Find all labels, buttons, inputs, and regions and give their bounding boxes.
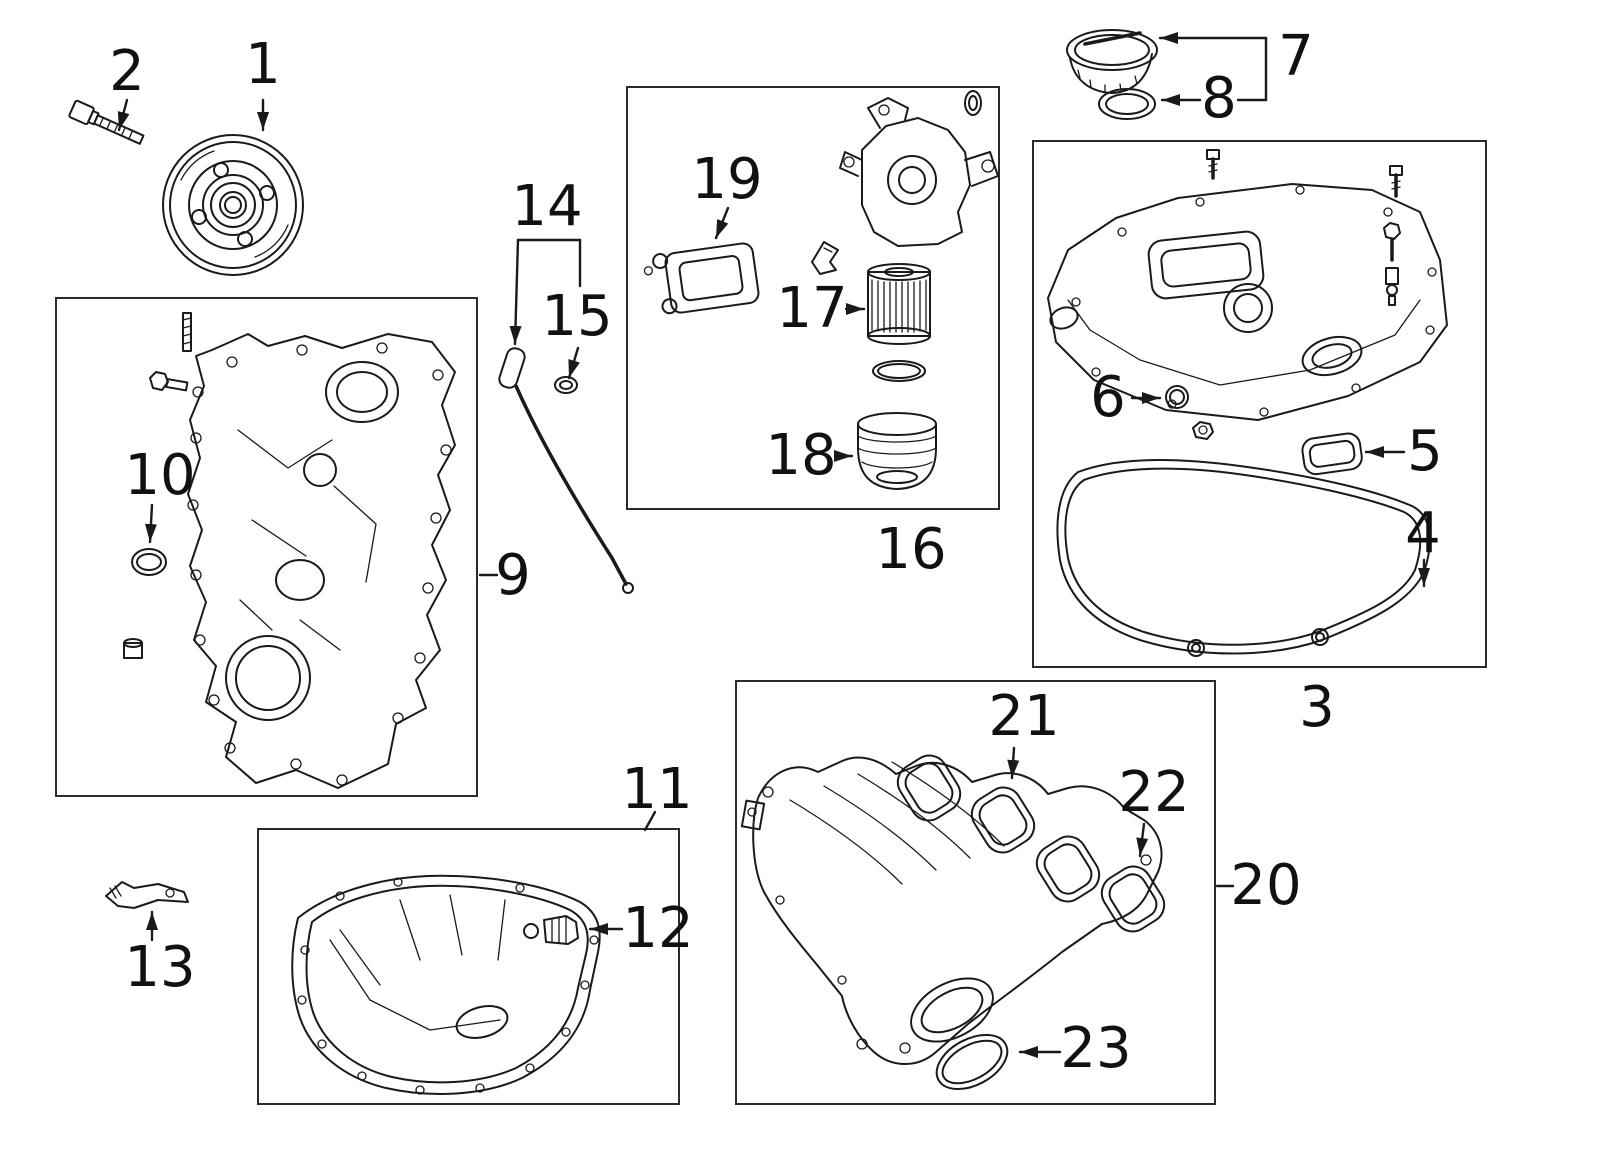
intake-manifold-drawing: [740, 756, 1163, 1065]
oil-cooler-drawing: [643, 242, 760, 315]
filler-cap-seal-drawing: [1098, 88, 1156, 120]
intake-port-gaskets-drawing: [896, 754, 1166, 933]
callout-label-16: 16: [875, 517, 947, 582]
callout-label-23: 23: [1060, 1016, 1132, 1081]
pulley-bolt-drawing: [68, 99, 145, 145]
callout-label-6: 6: [1090, 365, 1126, 430]
callout-label-22: 22: [1118, 760, 1190, 825]
oil-filter-cap-drawing: [857, 412, 937, 490]
oil-filter-housing-drawing: [811, 90, 999, 275]
callout-label-17: 17: [776, 276, 848, 341]
drain-plug-drawing: [523, 915, 579, 945]
callout-label-1: 1: [245, 32, 281, 97]
group-box-intake-manifold: [735, 680, 1216, 1105]
mount-bracket-drawing: [105, 881, 189, 909]
callout-label-12: 12: [622, 896, 694, 961]
filter-oring-drawing: [872, 360, 926, 382]
timing-cover-drawing: [123, 312, 456, 789]
callout-label-11: 11: [621, 757, 693, 822]
oil-filter-element-drawing: [867, 263, 931, 345]
valve-cover-gasket-drawing: [1056, 458, 1431, 657]
valve-cover-drawing: [1047, 183, 1448, 421]
oil-filler-cap-drawing: [1066, 29, 1158, 94]
spark-plug-tube-seal-drawing: [1165, 385, 1214, 440]
oil-pan-drawing: [291, 874, 601, 1095]
front-seal-drawing: [131, 548, 167, 576]
callout-label-20: 20: [1230, 853, 1302, 918]
callout-label-19: 19: [691, 147, 763, 212]
callout-label-4: 4: [1405, 501, 1441, 566]
callout-label-21: 21: [988, 684, 1060, 749]
callout-label-5: 5: [1407, 419, 1443, 484]
small-gasket-drawing: [1301, 432, 1363, 476]
throttle-oring-drawing: [935, 1033, 1009, 1091]
callout-label-3: 3: [1299, 675, 1335, 740]
group-box-timing-cover: [55, 297, 478, 797]
callout-label-7: 7: [1278, 24, 1314, 89]
callout-label-8: 8: [1201, 66, 1237, 131]
callout-label-15: 15: [541, 284, 613, 349]
callout-label-14: 14: [511, 174, 583, 239]
crankshaft-pulley-drawing: [162, 134, 304, 276]
group-box-oil-pan: [257, 828, 680, 1105]
dipstick-drawing: [498, 347, 634, 594]
callout-label-2: 2: [109, 39, 145, 104]
callout-label-10: 10: [124, 443, 196, 508]
group-box-oil-filter: [626, 86, 1000, 510]
dipstick-oring-drawing: [554, 376, 578, 394]
callout-label-9: 9: [495, 543, 531, 608]
valve-cover-bolts-drawing: [1206, 149, 1403, 306]
callout-leader-lines: [117, 32, 1430, 1058]
callout-label-13: 13: [124, 935, 196, 1000]
callout-label-18: 18: [765, 423, 837, 488]
group-box-valve-cover: [1032, 140, 1487, 668]
